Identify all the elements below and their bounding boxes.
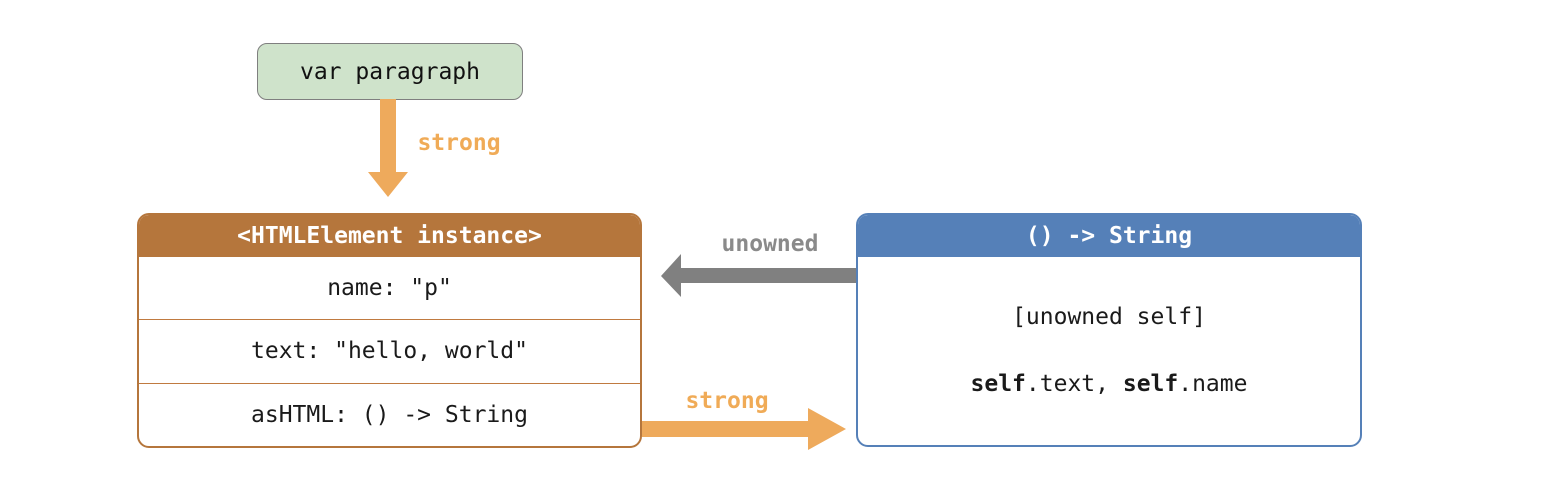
instance-property-text: text: "hello, world" xyxy=(139,319,640,382)
closure-box-header: () -> String xyxy=(858,215,1360,257)
closure-self-keyword-1: self xyxy=(970,371,1026,397)
strong-label-top: strong xyxy=(417,130,501,156)
unowned-reference-left-arrow xyxy=(661,254,856,297)
strong-reference-right-arrow xyxy=(642,408,846,450)
instance-property-ashtml: asHTML: () -> String xyxy=(139,382,640,446)
closure-member-name: .name xyxy=(1178,371,1248,397)
closure-self-keyword-2: self xyxy=(1122,371,1179,397)
variable-label: var paragraph xyxy=(299,58,480,85)
strong-label-bottom: strong xyxy=(685,388,769,414)
closure-body-line: self.text, self.name xyxy=(858,370,1360,398)
closure-member-text: .text, xyxy=(1025,371,1123,397)
htmlelement-instance-box: <HTMLElement instance> name: "p" text: "… xyxy=(137,213,642,448)
closure-capture-list: [unowned self] xyxy=(1012,304,1206,330)
closure-box: () -> String [unowned self] self.text, s… xyxy=(856,213,1362,447)
instance-property-name: name: "p" xyxy=(327,275,452,302)
closure-box-title: () -> String xyxy=(1025,223,1193,249)
unowned-label: unowned xyxy=(721,231,819,257)
instance-box-header: <HTMLElement instance> xyxy=(139,215,640,257)
strong-reference-down-arrow xyxy=(368,99,408,197)
instance-box-title: <HTMLElement instance> xyxy=(237,223,542,249)
variable-box: var paragraph xyxy=(257,43,523,100)
